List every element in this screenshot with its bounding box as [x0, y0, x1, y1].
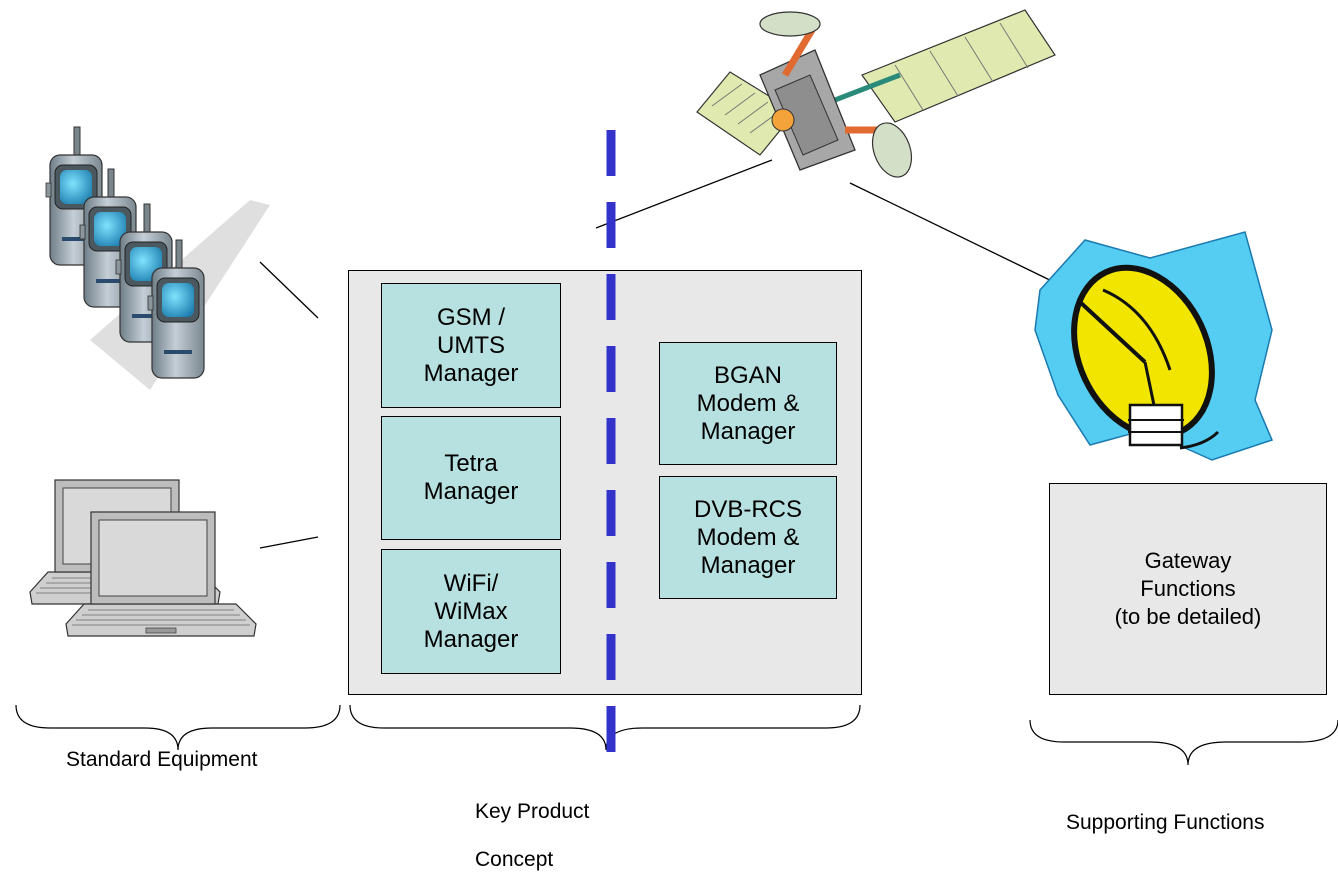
dvb-line-2: Modem &: [696, 523, 800, 551]
key-product-label-2: Concept: [475, 848, 554, 871]
tetra-manager-box: Tetra Manager: [381, 416, 561, 540]
supporting-functions-label: Supporting Functions: [1066, 811, 1265, 834]
standard-equipment-label: Standard Equipment: [66, 748, 258, 771]
gsm-line-1: GSM /: [436, 303, 505, 331]
gsm-umts-manager-box: GSM / UMTS Manager: [381, 283, 561, 408]
gateway-functions-box: Gateway Functions (to be detailed): [1049, 483, 1327, 695]
gateway-line-1: Gateway: [1144, 548, 1232, 573]
tetra-line-2: Manager: [423, 478, 519, 505]
gateway-line-3: (to be detailed): [1114, 604, 1262, 629]
wifi-line-1: WiFi/: [443, 569, 499, 597]
bgan-modem-manager-box: BGAN Modem & Manager: [659, 342, 837, 465]
mobile-phones-icon: [45, 126, 270, 390]
wifi-line-3: Manager: [423, 625, 519, 653]
bgan-line-3: Manager: [700, 417, 796, 445]
gsm-line-2: UMTS: [437, 331, 505, 359]
key-product-label-1: Key Product: [475, 800, 590, 823]
satellite-dish-icon: [1034, 231, 1274, 461]
satellite-icon: [696, 9, 1056, 178]
connector-lines: [259, 159, 1061, 549]
dvb-line-1: DVB-RCS: [693, 495, 802, 523]
bgan-line-2: Modem &: [696, 389, 800, 417]
wifi-wimax-manager-box: WiFi/ WiMax Manager: [381, 549, 561, 674]
gsm-line-3: Manager: [423, 359, 519, 387]
gateway-line-2: Functions: [1140, 576, 1236, 601]
dvb-line-3: Manager: [700, 551, 796, 579]
dvb-rcs-modem-manager-box: DVB-RCS Modem & Manager: [659, 476, 837, 599]
wifi-line-2: WiMax: [434, 597, 508, 625]
bgan-line-1: BGAN: [713, 361, 782, 389]
tetra-line-1: Tetra: [444, 450, 498, 477]
group-braces: [15, 704, 1338, 766]
